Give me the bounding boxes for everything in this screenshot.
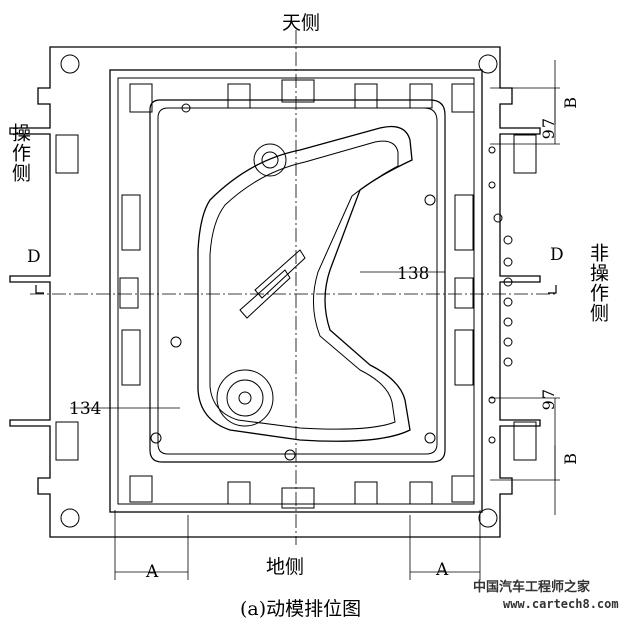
- dimension-a-right: A: [436, 560, 449, 580]
- hose-fittings: [488, 146, 513, 444]
- figure-caption: (a)动模排位图: [240, 598, 362, 620]
- right-side-label: 非操作侧: [587, 243, 609, 323]
- dimension-a-left: A: [146, 562, 159, 582]
- part-profile: [197, 125, 413, 442]
- outer-die-plate: [9, 46, 541, 538]
- watermark-title: 中国汽车工程师之家: [473, 580, 591, 595]
- left-side-label: 操作侧: [9, 123, 31, 183]
- gear-large: [216, 369, 274, 427]
- dimension-97-lower: 97: [539, 388, 558, 411]
- dimension-b-lower: B: [561, 452, 580, 465]
- insert-outline: [149, 99, 446, 463]
- watermark-url: www.cartech8.com: [503, 597, 619, 611]
- section-mark-right: D: [550, 245, 564, 265]
- dimension-138: 138: [397, 264, 430, 284]
- dimension-97-upper: 97: [539, 117, 558, 140]
- section-mark-left: D: [27, 247, 41, 267]
- top-side-label: 天侧: [282, 12, 321, 34]
- dimension-b-upper: B: [561, 96, 580, 109]
- bottom-side-label: 地侧: [266, 556, 305, 578]
- dimension-134: 134: [69, 399, 102, 419]
- gear-small: [253, 143, 287, 177]
